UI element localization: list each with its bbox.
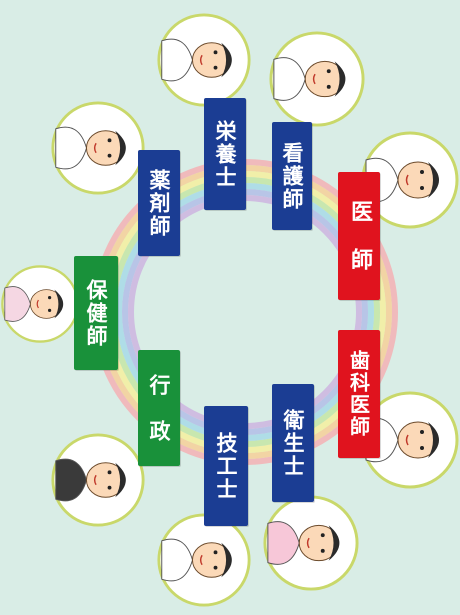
dental-hygienist-icon (262, 494, 360, 592)
pharmacist-icon (50, 100, 146, 196)
public-health-nurse-icon (0, 258, 80, 350)
role-label-pharmacist: 薬剤師 (138, 150, 180, 256)
dietitian-icon (156, 12, 252, 108)
role-label-hygienist: 衛生士 (272, 384, 314, 502)
pharmacist-icon-avatar (51, 101, 145, 195)
nurse-icon-avatar (269, 31, 365, 127)
role-label-engineer: 技工士 (204, 406, 248, 526)
administrator-icon (50, 432, 146, 528)
dentist-icon (360, 390, 460, 490)
technician-icon-avatar (157, 513, 251, 607)
technician-icon (156, 512, 252, 608)
dental-hygienist-icon-avatar (263, 495, 359, 591)
public-health-nurse-icon-avatar (1, 265, 79, 343)
dietitian-icon-avatar (157, 13, 251, 107)
role-label-public-health-nurse: 保健師 (74, 256, 118, 370)
administrator-icon-avatar (51, 433, 145, 527)
role-label-dietitian: 栄養士 (204, 98, 246, 210)
dentist-icon-avatar (361, 391, 459, 489)
role-label-nurse: 看護師 (272, 122, 312, 230)
role-label-dentist: 歯科医師 (338, 330, 380, 458)
role-label-administration: 行 政 (138, 350, 180, 466)
nurse-icon (268, 30, 366, 128)
role-label-doctor: 医 師 (338, 172, 380, 300)
